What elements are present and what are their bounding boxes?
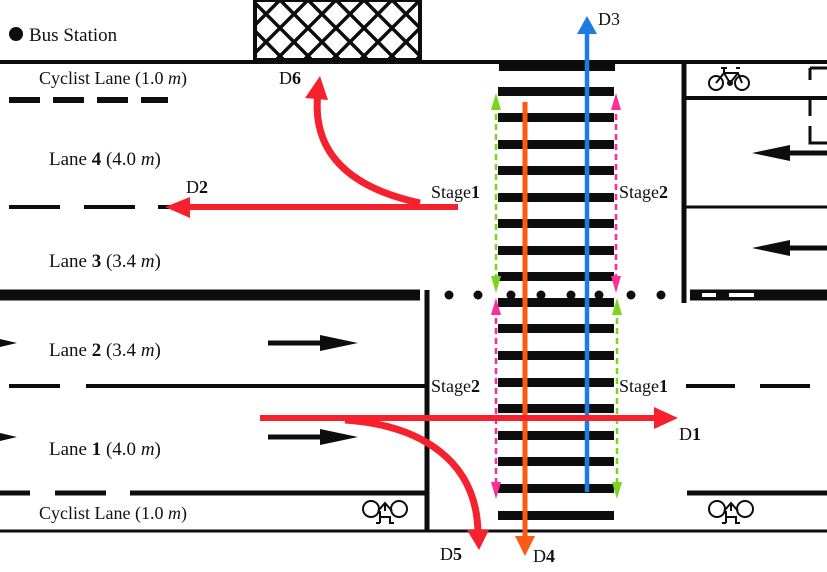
crosswalk-stripe <box>498 404 614 413</box>
crosswalk-stripe <box>498 219 614 228</box>
cyclist-icon-bottom-right <box>708 500 754 524</box>
median-right-gaps <box>702 293 754 297</box>
lane-label-cyclist-top: Cyclist Lane (1.0 m) <box>39 68 187 89</box>
stage-label-upper-right: Stage2 <box>619 182 668 202</box>
lane-label-3: Lane 3 (3.4 m) <box>49 251 161 272</box>
bus-station-label: Bus Station <box>29 25 118 46</box>
crosswalk-stripe <box>498 298 614 307</box>
arrow-left-lane3-right <box>752 240 827 256</box>
crosswalk-stripe <box>498 246 614 255</box>
bicycle-icon <box>708 67 750 91</box>
crosswalk-stripe <box>498 140 614 149</box>
stage-label-lower-right: Stage1 <box>619 376 668 396</box>
arrow-right-lane2-partial <box>0 339 17 347</box>
crosswalk-stripe <box>498 484 614 493</box>
crosswalk-stripe <box>498 351 614 360</box>
destination-label-d3: D3 <box>598 9 620 29</box>
crosswalk-stripe <box>498 431 614 440</box>
destination-label-d2: D2 <box>186 177 208 197</box>
crosswalk-stripe <box>498 511 614 520</box>
median-dotted-line <box>444 290 666 300</box>
median-dot <box>656 290 666 300</box>
bus-station-hatched-area <box>253 0 422 62</box>
crosswalk-stripe <box>498 193 614 202</box>
median-dot <box>536 290 546 300</box>
crosswalk-stripe <box>498 272 614 281</box>
cyclist-icon-bottom-left <box>362 500 408 524</box>
bus-station-legend: Bus Station <box>9 25 118 46</box>
crosswalk-stripe <box>498 324 614 333</box>
red-paths <box>185 91 660 536</box>
lane-label-4: Lane 4 (4.0 m) <box>49 149 161 170</box>
arrow-right-lane2 <box>268 335 358 351</box>
arrow-left-lane4-right <box>752 145 827 161</box>
crosswalk-stripe <box>498 113 614 122</box>
path-d5 <box>344 416 482 536</box>
lane-label-2: Lane 2 (3.4 m) <box>49 340 161 361</box>
d6-arrowhead <box>305 76 328 100</box>
stage-label-upper-left: Stage1 <box>431 182 480 202</box>
median-dot <box>444 290 454 300</box>
lane-label-1: Lane 1 (4.0 m) <box>49 439 161 460</box>
median-dot <box>626 290 636 300</box>
right-dashed-box <box>808 66 827 145</box>
arrow-right-lane1-partial <box>0 433 17 441</box>
stage-label-lower-left: Stage2 <box>431 376 480 396</box>
stage-arrows <box>494 104 619 488</box>
crosswalk-stripe <box>498 378 614 387</box>
lane-label-cyclist-bottom: Cyclist Lane (1.0 m) <box>39 503 187 524</box>
red-arrowheads <box>165 76 678 550</box>
path-d6 <box>313 91 421 207</box>
crosswalk-stripe <box>499 61 615 71</box>
median-dot <box>506 290 516 300</box>
destination-label-d5: D5 <box>440 544 462 564</box>
arrow-right-lane1 <box>268 429 358 445</box>
stage-arrowheads <box>491 93 622 499</box>
crosswalk <box>498 61 615 520</box>
median-dot <box>594 290 604 300</box>
traffic-arrows <box>0 145 827 445</box>
path-d4-arrow <box>515 102 535 556</box>
destination-label-d6: D6 <box>279 68 301 88</box>
destination-label-d4: D4 <box>533 546 555 566</box>
d5-arrowhead <box>467 530 489 550</box>
median-dot <box>473 290 483 300</box>
d2-arrowhead <box>165 197 190 218</box>
d1-arrowhead <box>654 407 678 429</box>
crosswalk-stripe <box>498 166 614 175</box>
crosswalk-stripe <box>498 457 614 466</box>
bus-station-dot-icon <box>9 27 23 41</box>
crosswalk-stripe <box>498 87 614 96</box>
destination-label-d1: D1 <box>679 424 701 444</box>
median-dot <box>566 290 576 300</box>
